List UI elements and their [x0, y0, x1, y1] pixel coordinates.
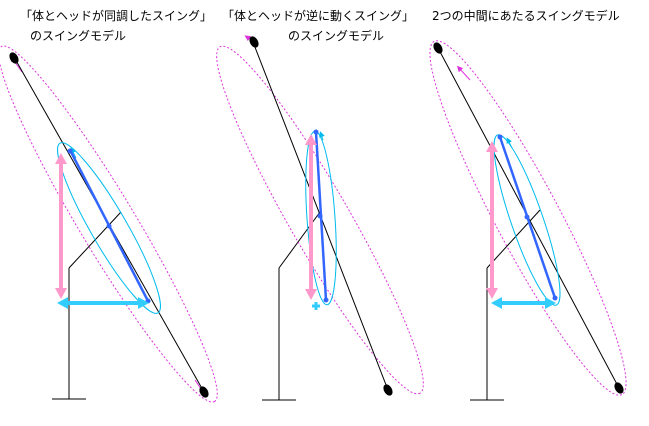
model-2-pivot-mid — [317, 213, 323, 219]
model-3-inner-arc — [493, 134, 561, 306]
model-3-club-head-top — [433, 42, 443, 54]
model-3-diagram — [429, 40, 627, 401]
model-2-pivot-top — [313, 129, 319, 135]
model-3-horizontal-arrow — [491, 297, 556, 309]
model-2-body-figure — [262, 211, 321, 401]
model-3-club-head-bottom — [614, 382, 624, 394]
model-2-club-head-bottom — [383, 384, 393, 396]
model-1-vertical-arrow — [55, 153, 67, 299]
model-3-inner-arc-arrow — [506, 137, 513, 149]
model-3-body-figure — [470, 209, 541, 401]
model-1-pivot-top — [67, 148, 73, 154]
model-2-vertical-arrow — [305, 134, 317, 300]
model-1-inner-arc-arrow — [70, 147, 77, 159]
model-1-diagram — [0, 45, 218, 403]
model-1-inner-arc — [57, 142, 161, 314]
model-1-club-head-top — [9, 52, 19, 64]
model-1-horizontal-arrow — [57, 297, 149, 309]
model-1-title-line2: のスイングモデル — [30, 29, 127, 43]
model-2-title-line1: 「体とヘッドが逆に動くスイング」 — [222, 9, 415, 23]
model-3-title-line1: 2つの中間にあたるスイングモデル — [432, 9, 620, 23]
model-2-club-head-top — [249, 36, 259, 48]
model-3-orbit-arrow — [456, 65, 471, 81]
model-2-pivot-bottom — [323, 297, 329, 303]
model-2-orbit — [216, 45, 424, 395]
model-2-inner-arc-arrow — [319, 131, 325, 141]
model-3-pivot-bottom — [552, 295, 558, 301]
model-2-diagram — [216, 35, 424, 401]
model-1-orbit — [0, 45, 218, 403]
model-1-pivot-mid — [106, 223, 112, 229]
model-1-title-line1: 「体とヘッドが同調したスイング」 — [20, 9, 213, 23]
model-2-horizontal-arrow — [312, 302, 320, 310]
model-3-vertical-arrow — [486, 141, 498, 299]
model-3-pivot-top — [497, 134, 503, 140]
model-3-orbit — [429, 40, 627, 396]
model-3-pivot-mid — [524, 214, 530, 220]
model-2-title-line2: のスイングモデル — [288, 29, 385, 43]
model-1-club-head-bottom — [199, 386, 209, 398]
